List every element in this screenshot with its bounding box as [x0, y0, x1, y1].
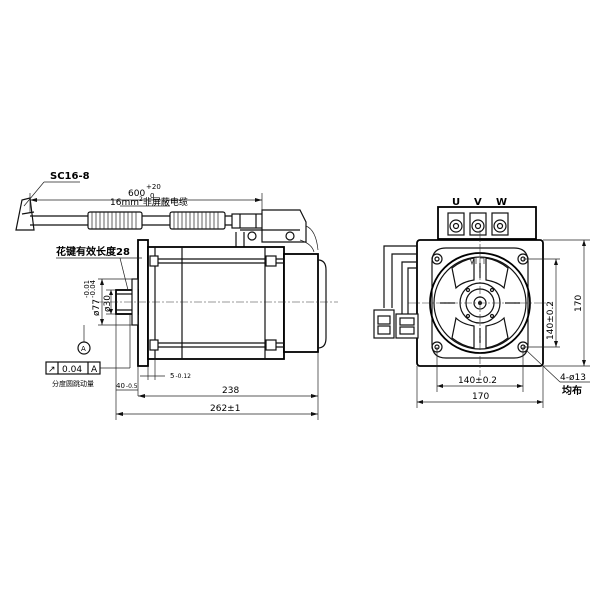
dim-body-length: 238 — [138, 352, 319, 402]
svg-text:5-0.12: 5-0.12 — [170, 372, 191, 380]
svg-text:40-0.5: 40-0.5 — [116, 382, 138, 390]
terminal-v-label: V — [474, 197, 482, 208]
stator-housing — [147, 246, 285, 360]
flange-gap-tol: -0.12 — [175, 373, 191, 380]
dim-width: 170 — [416, 366, 544, 408]
width-value: 170 — [472, 392, 489, 402]
holes-note-2: 均布 — [562, 384, 582, 397]
total-length-value: 262±1 — [210, 404, 240, 414]
runout-note: 分度圆跳动量 — [52, 379, 94, 388]
pilot-tol-up: -0.01 — [83, 280, 91, 298]
shaft-length-value: 40 — [116, 382, 125, 390]
terminal-box-end: U V W — [437, 197, 537, 240]
svg-text:16mm2非屏蔽电缆: 16mm2非屏蔽电缆 — [110, 196, 188, 208]
runout-symbol: ↗ — [48, 365, 56, 375]
side-view: 600 +20 0 SC16-8 16mm2非屏蔽电缆 — [15, 171, 338, 420]
cable-spec-suffix: 非屏蔽电缆 — [143, 196, 188, 208]
cable-assembly — [15, 197, 319, 253]
cable-sleeve-right — [169, 211, 226, 230]
bolt-pcd-horizontal-value: 140±0.2 — [458, 376, 497, 386]
terminal-box-side — [261, 209, 307, 243]
terminal-u-label: U — [452, 197, 460, 208]
gland-callout: SC16-8 — [23, 171, 90, 207]
terminal-w-label: W — [496, 197, 507, 208]
shaft-diameter-label: ø30 — [103, 295, 113, 312]
dim-flange-gap: 5-0.12 — [140, 359, 191, 380]
dim-cable-length-value: 600 — [128, 189, 145, 199]
mounting-flange — [137, 239, 149, 367]
dim-cable-length-tol-low: 0 — [150, 192, 154, 200]
dim-total-length: 262±1 — [115, 396, 319, 420]
dim-pilot-diameter: ø77 -0.01 -0.04 — [83, 278, 132, 326]
pilot-tol-low: -0.04 — [89, 279, 97, 298]
runout-tolerance-frame: ↗ 0.04 A 分度圆跳动量 — [45, 314, 131, 388]
height-value: 170 — [574, 295, 584, 312]
datum-a-marker: A — [77, 325, 91, 355]
side-connectors — [373, 245, 419, 339]
runout-value: 0.04 — [62, 365, 82, 375]
output-shaft — [96, 278, 338, 326]
cable-spec-prefix: 16mm — [110, 198, 139, 208]
dim-bolt-pcd-horizontal: 140±0.2 — [436, 347, 524, 392]
end-housing — [408, 230, 552, 376]
dim-bolt-pcd-vertical: 140±0.2 — [523, 258, 560, 348]
dim-shaft-diameter: ø30 — [103, 289, 116, 315]
cable-spec-callout: 16mm2非屏蔽电缆 — [110, 196, 188, 208]
datum-a-label: A — [81, 345, 86, 353]
flange-gap-value: 5 — [170, 372, 174, 380]
cable-spec-sup: 2 — [139, 196, 143, 203]
spline-note: 花键有效长度28 — [56, 245, 130, 258]
cable-sleeve-left — [87, 211, 143, 230]
pilot-diameter-label: ø77 — [92, 299, 102, 316]
spline-callout: 花键有效长度28 — [56, 245, 142, 291]
dim-cable-length-tol-up: +20 — [146, 183, 161, 191]
runout-datum: A — [91, 365, 98, 375]
end-view: U V W — [373, 197, 590, 408]
motor-body-side — [137, 239, 327, 367]
dim-shaft-length: 40-0.5 — [115, 314, 139, 396]
dim-cable-length: 600 +20 0 — [29, 183, 263, 212]
holes-callout: 4-ø13 均布 — [525, 349, 590, 397]
gland-label: SC16-8 — [50, 171, 90, 182]
rear-cover — [283, 253, 319, 353]
body-length-value: 238 — [222, 386, 239, 396]
dim-height: 170 — [543, 239, 590, 367]
holes-note: 4-ø13 — [560, 373, 586, 383]
bolt-pcd-vertical-value: 140±0.2 — [546, 301, 556, 340]
shaft-length-tol: -0.5 — [126, 383, 138, 390]
